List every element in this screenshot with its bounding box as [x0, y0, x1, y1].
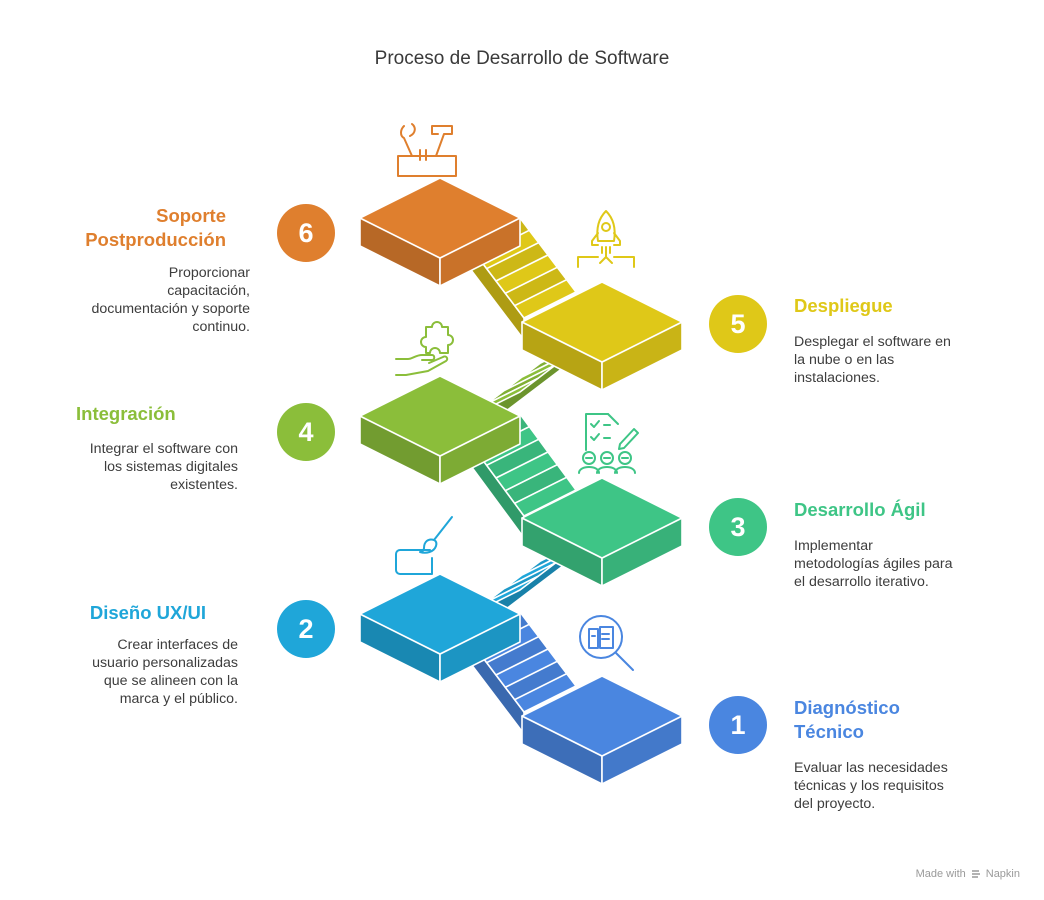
flight-6-5-step-6: [513, 278, 577, 319]
step-2-number: 2: [277, 600, 335, 658]
step-1-heading: Diagnóstico Técnico: [794, 697, 900, 742]
napkin-logo-icon: [971, 870, 980, 878]
platform-2-top: [359, 573, 521, 655]
platform-6-top: [359, 177, 521, 259]
step-5-heading: Despliegue: [794, 295, 893, 316]
step-4-number: 4: [277, 403, 335, 461]
made-with-credit: Made with Napkin: [916, 868, 1020, 880]
step-2-description: Crear interfaces de usuario personalizad…: [92, 637, 238, 707]
platform-1-top: [521, 675, 683, 757]
flight-2-1-step-6: [513, 672, 577, 713]
credit-text: Made with: [915, 868, 966, 880]
rocket-icon: [577, 210, 635, 268]
flight-4-3-step-6: [513, 476, 577, 517]
team-checklist-icon: [578, 413, 639, 474]
step-6-heading: Soporte Postproducción: [85, 205, 226, 250]
platform-4-top: [359, 375, 521, 457]
step-4-heading: Integración: [76, 403, 176, 424]
step-1-description: Evaluar las necesidades técnicas y los r…: [794, 760, 948, 812]
page-title: Proceso de Desarrollo de Software: [374, 48, 670, 69]
paintbrush-icon: [395, 516, 453, 575]
step-3-description: Implementar metodologías ágiles para el …: [794, 538, 953, 590]
step-5-description: Desplegar el software en la nube o en la…: [794, 334, 951, 386]
step-6-number: 6: [277, 204, 335, 262]
platform-5-top: [521, 281, 683, 363]
step-2-heading: Diseño UX/UI: [89, 602, 206, 623]
puzzle-hand-icon: [395, 321, 454, 376]
platform-3-top: [521, 477, 683, 559]
step-5-number: 5: [709, 295, 767, 353]
step-6-description: Proporcionar capacitación, documentación…: [91, 265, 250, 335]
step-3-heading: Desarrollo Ágil: [794, 499, 926, 520]
step-3-number: 3: [709, 498, 767, 556]
step-1-number: 1: [709, 696, 767, 754]
step-4-description: Integrar el software con los sistemas di…: [89, 441, 238, 493]
credit-brand: Napkin: [985, 868, 1020, 880]
document-search-icon: [579, 615, 634, 671]
toolbox-icon: [397, 123, 457, 177]
